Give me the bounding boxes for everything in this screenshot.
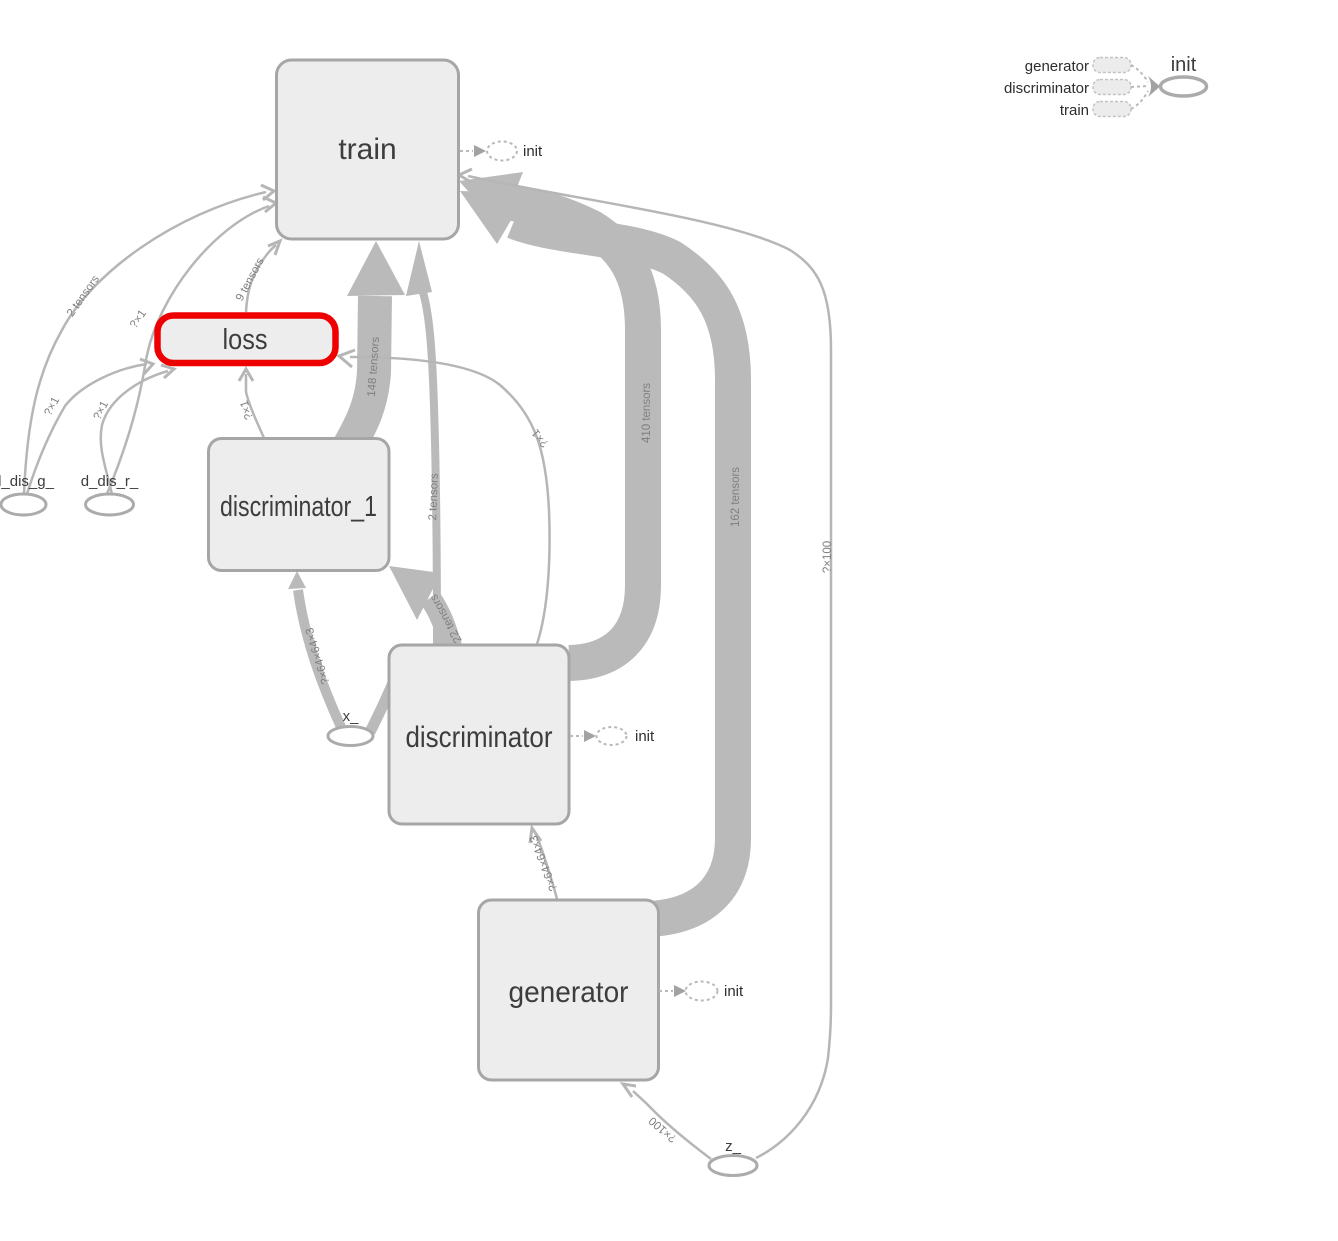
svg-text:2 tensors: 2 tensors	[65, 273, 102, 319]
svg-text:loss: loss	[223, 324, 268, 356]
svg-text:generator: generator	[1025, 58, 1089, 75]
svg-text:162 tensors: 162 tensors	[730, 467, 742, 527]
svg-text:?×64×64×3: ?×64×64×3	[304, 626, 333, 685]
svg-text:init: init	[635, 728, 655, 745]
svg-text:d_dis_g_: d_dis_g_	[0, 473, 55, 490]
svg-text:148 tensors: 148 tensors	[366, 336, 382, 397]
svg-text:?×64×64×3: ?×64×64×3	[528, 834, 560, 893]
svg-text:generator: generator	[509, 976, 629, 1009]
svg-text:9 tensors: 9 tensors	[234, 256, 267, 304]
svg-text:?×1: ?×1	[128, 308, 149, 331]
svg-text:train: train	[338, 133, 396, 166]
svg-text:410 tensors: 410 tensors	[641, 383, 653, 443]
svg-text:?×100: ?×100	[822, 541, 834, 573]
svg-text:2 tensors: 2 tensors	[427, 473, 441, 521]
svg-text:z_: z_	[725, 1138, 742, 1155]
svg-text:init: init	[523, 143, 543, 160]
svg-text:x_: x_	[343, 708, 360, 725]
svg-text:train: train	[1060, 102, 1089, 119]
svg-text:discriminator: discriminator	[1004, 80, 1089, 97]
svg-text:init: init	[1171, 54, 1197, 76]
svg-text:init: init	[724, 983, 744, 1000]
svg-text:discriminator_1: discriminator_1	[220, 491, 377, 523]
svg-text:d_dis_r_: d_dis_r_	[81, 473, 139, 490]
svg-text:?×1: ?×1	[238, 399, 255, 421]
svg-text:discriminator: discriminator	[406, 721, 553, 754]
